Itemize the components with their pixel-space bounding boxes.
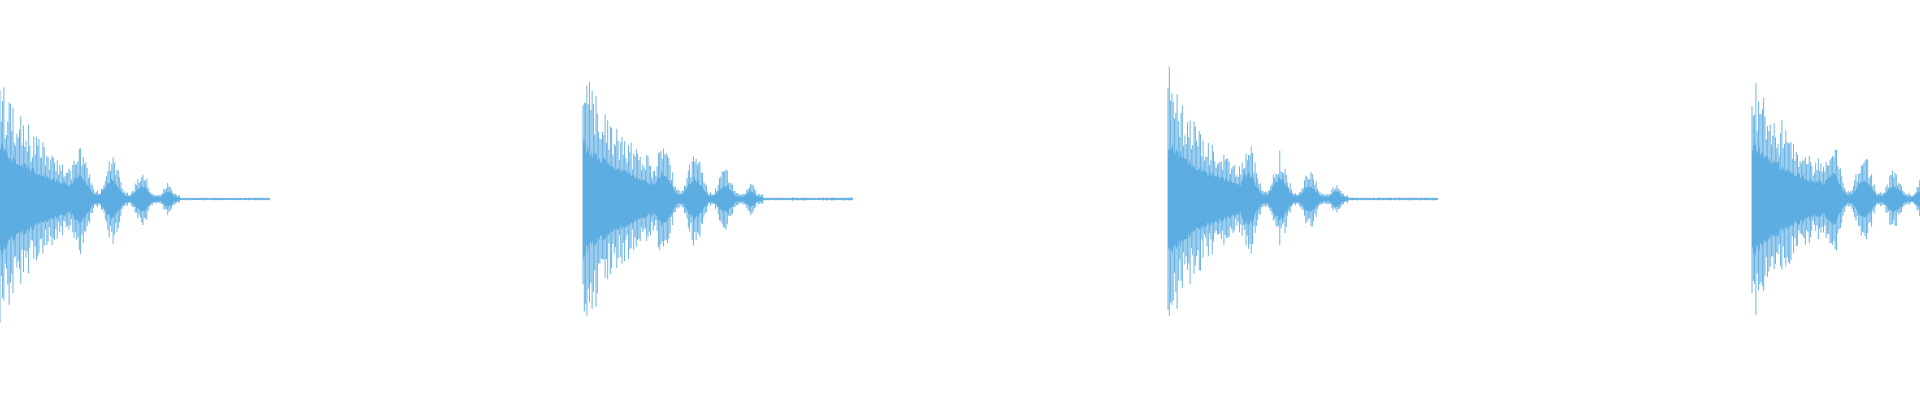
waveform-hits-layer <box>0 66 1920 323</box>
waveform-hit-1 <box>0 87 270 323</box>
waveform-hit-3 <box>1167 66 1438 316</box>
waveform-hit-2 <box>582 81 853 316</box>
waveform-hit-4 <box>1751 83 1920 316</box>
waveform-hit-core <box>1752 140 1920 258</box>
